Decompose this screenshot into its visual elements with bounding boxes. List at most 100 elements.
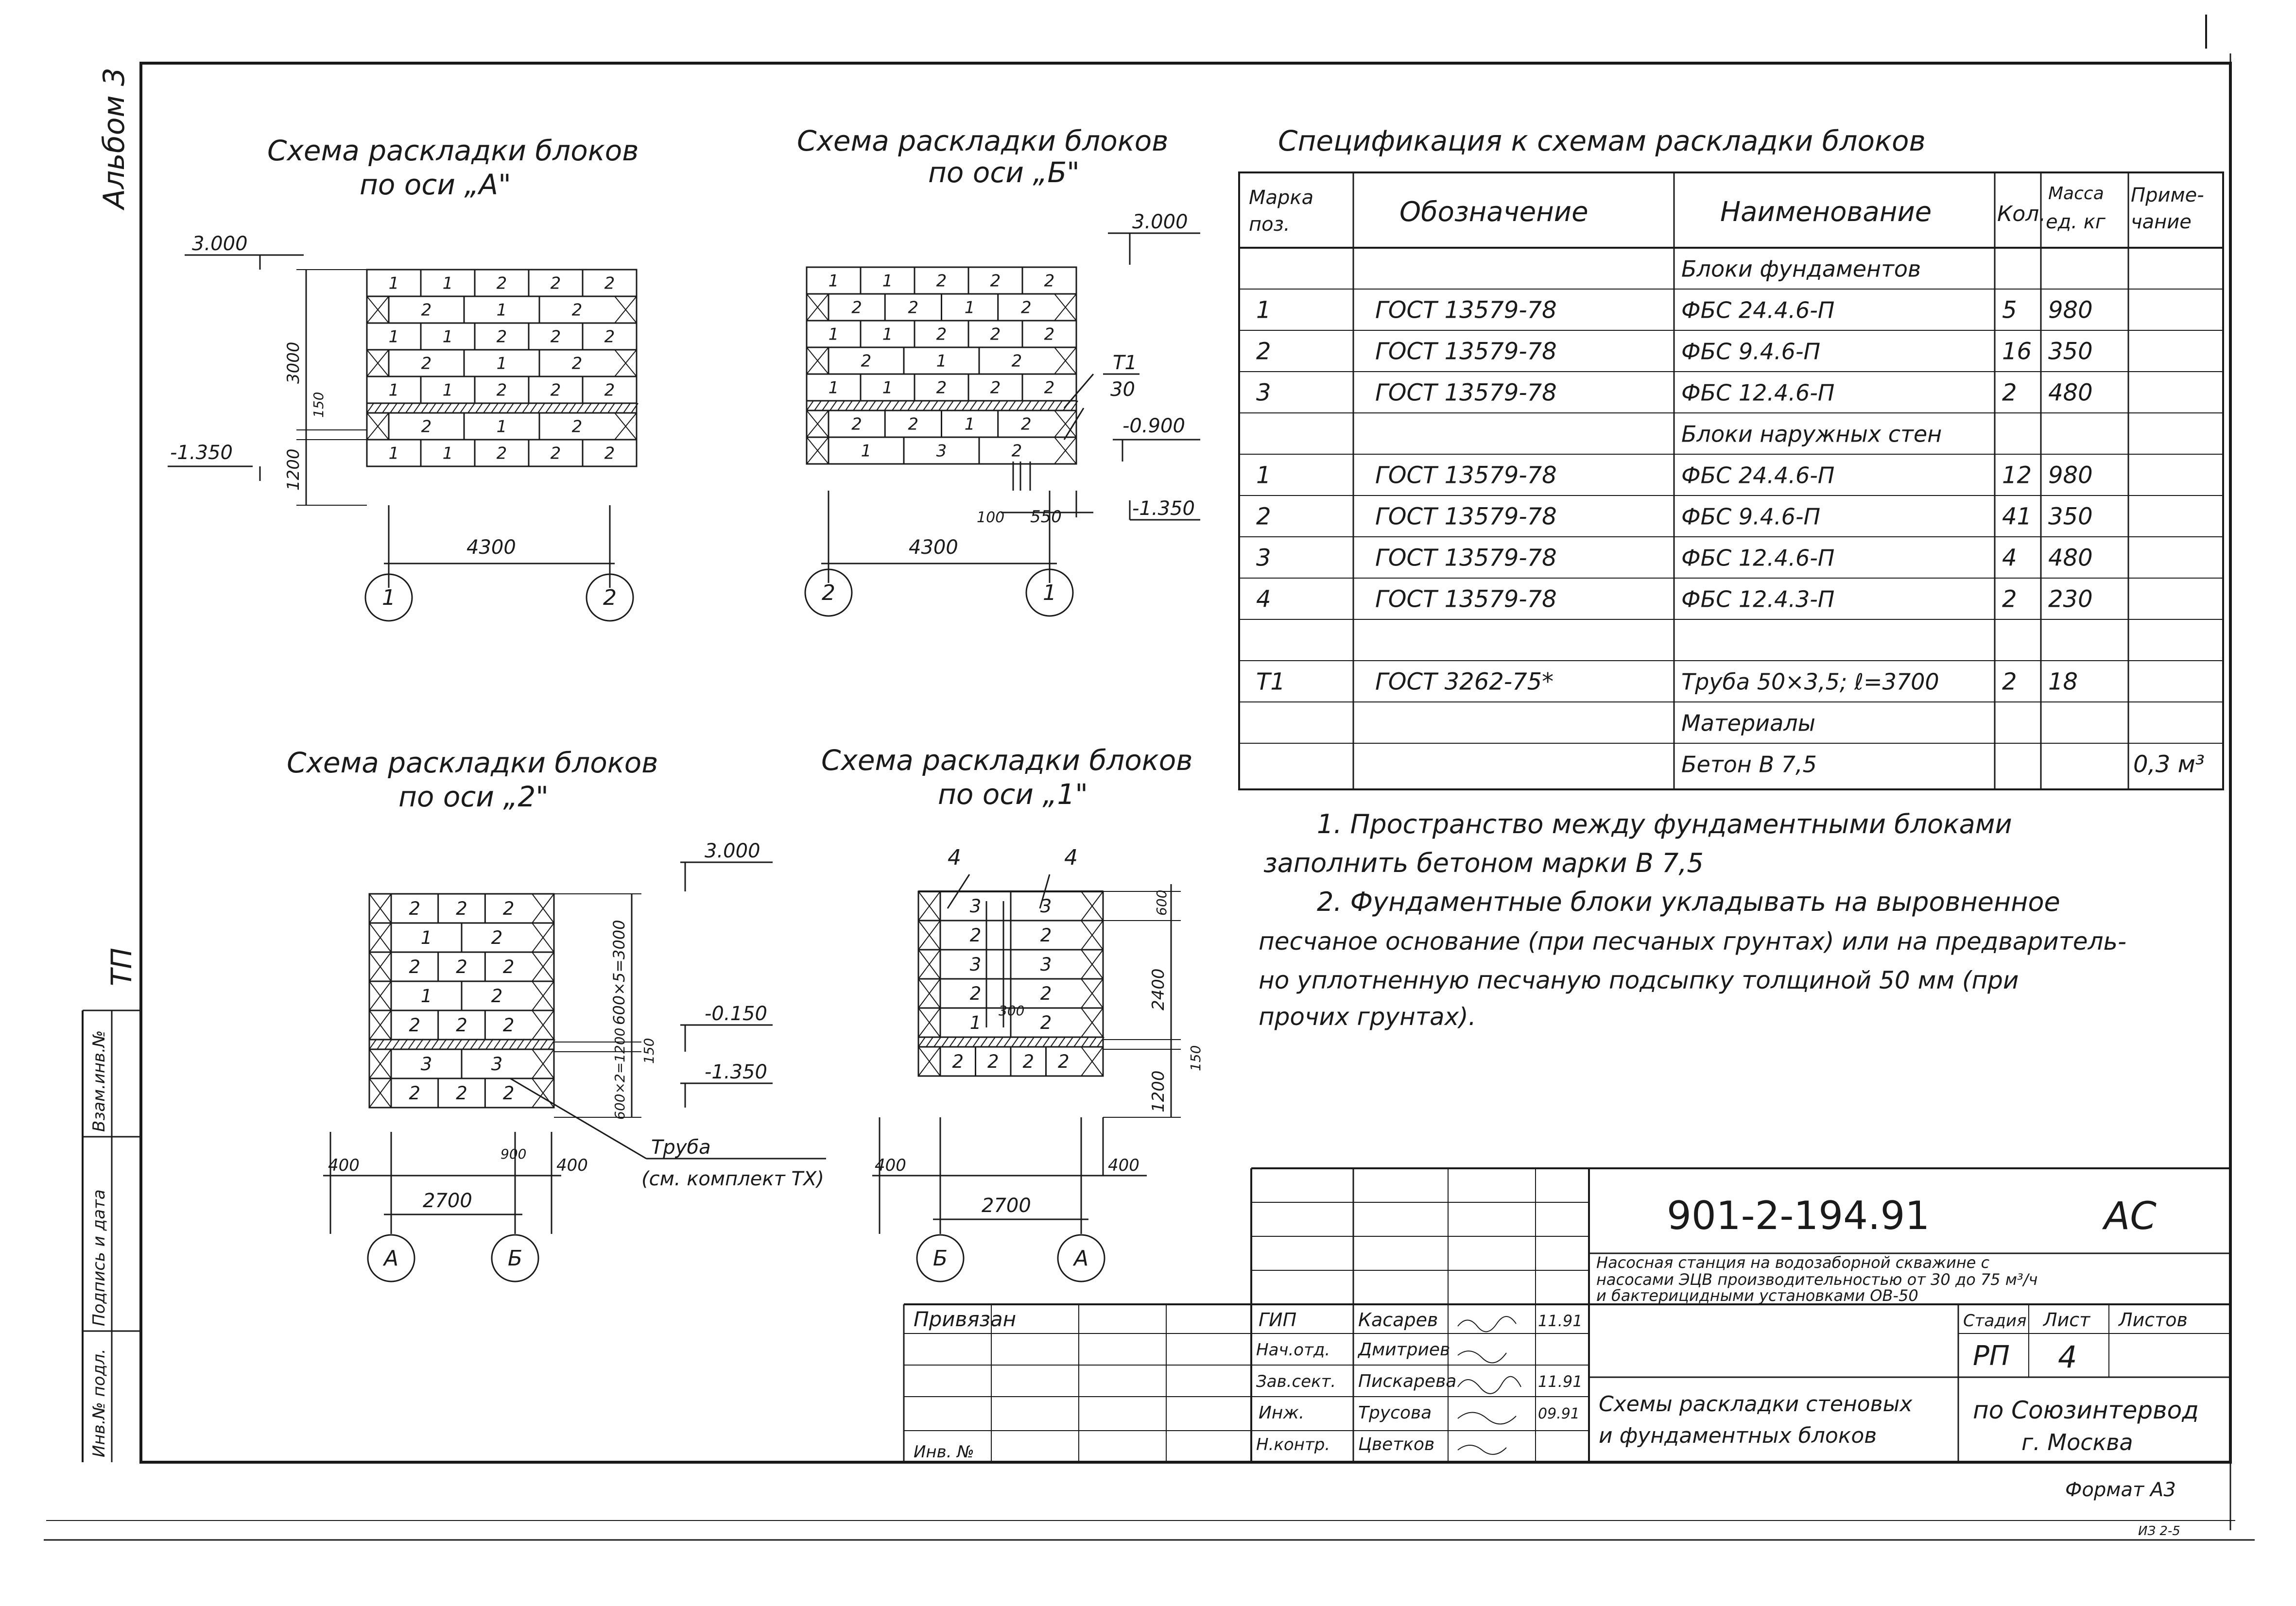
- signature-5: [1457, 1445, 1507, 1455]
- corner-fill-block: [369, 952, 392, 982]
- spec-cell: 480: [2048, 379, 2093, 407]
- spec-cell: ФБС 9.4.6-П: [1681, 504, 1820, 530]
- scheme-d-dim-2400: 2400: [1149, 968, 1168, 1010]
- scheme-d-dim-1200: 1200: [1149, 1070, 1168, 1112]
- block-mark: 1: [965, 298, 975, 318]
- corner-fill-block: [918, 891, 941, 921]
- block-mark: 2: [409, 898, 421, 919]
- spec-header-note-line2: чание: [2131, 211, 2192, 233]
- project-desc-line2: насосами ЭЦВ производительностью от 30 д…: [1596, 1270, 2037, 1289]
- spec-cell: 3: [1256, 379, 1271, 407]
- block-mark: 2: [604, 381, 615, 400]
- scheme-c-dim-150: 150: [641, 1038, 657, 1064]
- scheme-c-bottom-mark: -1.350: [705, 1061, 767, 1083]
- scheme-b-dim-4300: 4300: [909, 536, 958, 559]
- scheme-a-dim-150: 150: [311, 392, 327, 418]
- sheets-header: Листов: [2118, 1309, 2188, 1331]
- spec-cell: 41: [2002, 503, 2032, 530]
- block-mark: 2: [456, 1015, 467, 1036]
- waterproofing-layer: [917, 1036, 1105, 1048]
- spec-cell: ГОСТ 13579-78: [1375, 462, 1557, 489]
- scheme-a-bottom-mark: -1.350: [170, 442, 233, 464]
- role-head: Нач.отд.: [1256, 1340, 1330, 1360]
- block-mark: 2: [572, 417, 583, 437]
- block-mark: 2: [851, 415, 862, 434]
- svg-text:по оси „2": по оси „2": [398, 780, 549, 813]
- block-mark: 2: [503, 957, 515, 977]
- block-mark: 1: [389, 444, 399, 463]
- scheme-d-dim-150: 150: [1188, 1045, 1204, 1071]
- corner-fill-block: [1054, 410, 1077, 438]
- block-mark: 1: [829, 378, 839, 398]
- scheme-a-dim-4300: 4300: [466, 536, 516, 559]
- scheme-d-dim-400-right: 400: [1108, 1156, 1139, 1175]
- corner-fill-block: [1081, 1046, 1104, 1076]
- scheme-d-dim-600: 600: [1154, 890, 1170, 916]
- block-mark: 2: [1021, 415, 1032, 434]
- block-mark: 2: [503, 898, 515, 919]
- spec-cell: ГОСТ 13579-78: [1375, 545, 1557, 572]
- block-mark: 2: [1040, 983, 1052, 1004]
- scheme-a-dim-3000: 3000: [284, 342, 303, 384]
- scheme-c-top-mark: 3.000: [705, 840, 760, 862]
- corner-fill-block: [614, 296, 638, 324]
- scheme-a-dim-1200: 1200: [284, 448, 303, 491]
- svg-text:по оси „Б": по оси „Б": [928, 156, 1080, 189]
- block-mark: 2: [551, 444, 561, 463]
- corner-fill-block: [1054, 437, 1077, 464]
- block-mark: 2: [421, 354, 432, 374]
- corner-fill-block: [369, 1049, 392, 1079]
- spec-cell: ГОСТ 13579-78: [1375, 503, 1557, 530]
- block-mark: 2: [456, 898, 467, 919]
- block-mark: 2: [497, 444, 507, 463]
- spec-cell: 230: [2048, 586, 2093, 613]
- corner-fill-block: [1081, 949, 1104, 979]
- scheme-c-note-ref: (см. комплект ТХ): [641, 1168, 824, 1190]
- name-norm: Цветков: [1358, 1435, 1434, 1454]
- svg-text:2: 2: [822, 581, 835, 605]
- block-mark: 2: [421, 417, 432, 437]
- scheme-b-dim-550: 550: [1030, 507, 1062, 527]
- scheme-a-top-mark: 3.000: [192, 233, 248, 255]
- spec-cell: Бетон В 7,5: [1681, 752, 1817, 778]
- corner-fill-block: [806, 437, 829, 464]
- scheme-d-dim-300: 300: [999, 1003, 1024, 1019]
- block-mark: 1: [970, 1012, 982, 1033]
- sheet-header: Лист: [2042, 1309, 2091, 1331]
- axis-marker-a: [1057, 1234, 1105, 1282]
- scheme-c-title: Схема раскладки блоков по оси „2": [287, 746, 658, 813]
- block-mark: 2: [1058, 1051, 1070, 1072]
- block-mark: 3: [1040, 954, 1052, 975]
- scheme-c-dim-900: 900: [501, 1146, 526, 1162]
- block-mark: 1: [497, 301, 507, 320]
- svg-text:Схема раскладки блоков: Схема раскладки блоков: [267, 134, 639, 167]
- block-mark: 1: [421, 927, 432, 948]
- title-block: 901-2-194.91 АС Насосная станция на водо…: [903, 1167, 2230, 1462]
- corner-fill-block: [806, 293, 829, 321]
- scheme-d-dim-400-left: 400: [875, 1156, 906, 1175]
- block-mark: 3: [936, 442, 947, 461]
- scheme-c-dim-400-right: 400: [556, 1156, 588, 1175]
- spec-header-qty: Кол.: [1997, 202, 2046, 226]
- spec-header-mark-line2: поз.: [1249, 213, 1290, 236]
- corner-fill-block: [532, 952, 555, 982]
- block-mark: 2: [409, 1015, 421, 1036]
- axis-marker-b: [491, 1234, 539, 1282]
- spec-cell: 2: [1256, 338, 1271, 365]
- axis-marker-1: [1025, 568, 1074, 617]
- corner-fill-block: [366, 296, 390, 324]
- corner-fill-block: [532, 981, 555, 1011]
- corner-fill-block: [369, 1078, 392, 1108]
- block-mark: 1: [882, 272, 893, 291]
- spec-cell: 4: [1256, 586, 1271, 613]
